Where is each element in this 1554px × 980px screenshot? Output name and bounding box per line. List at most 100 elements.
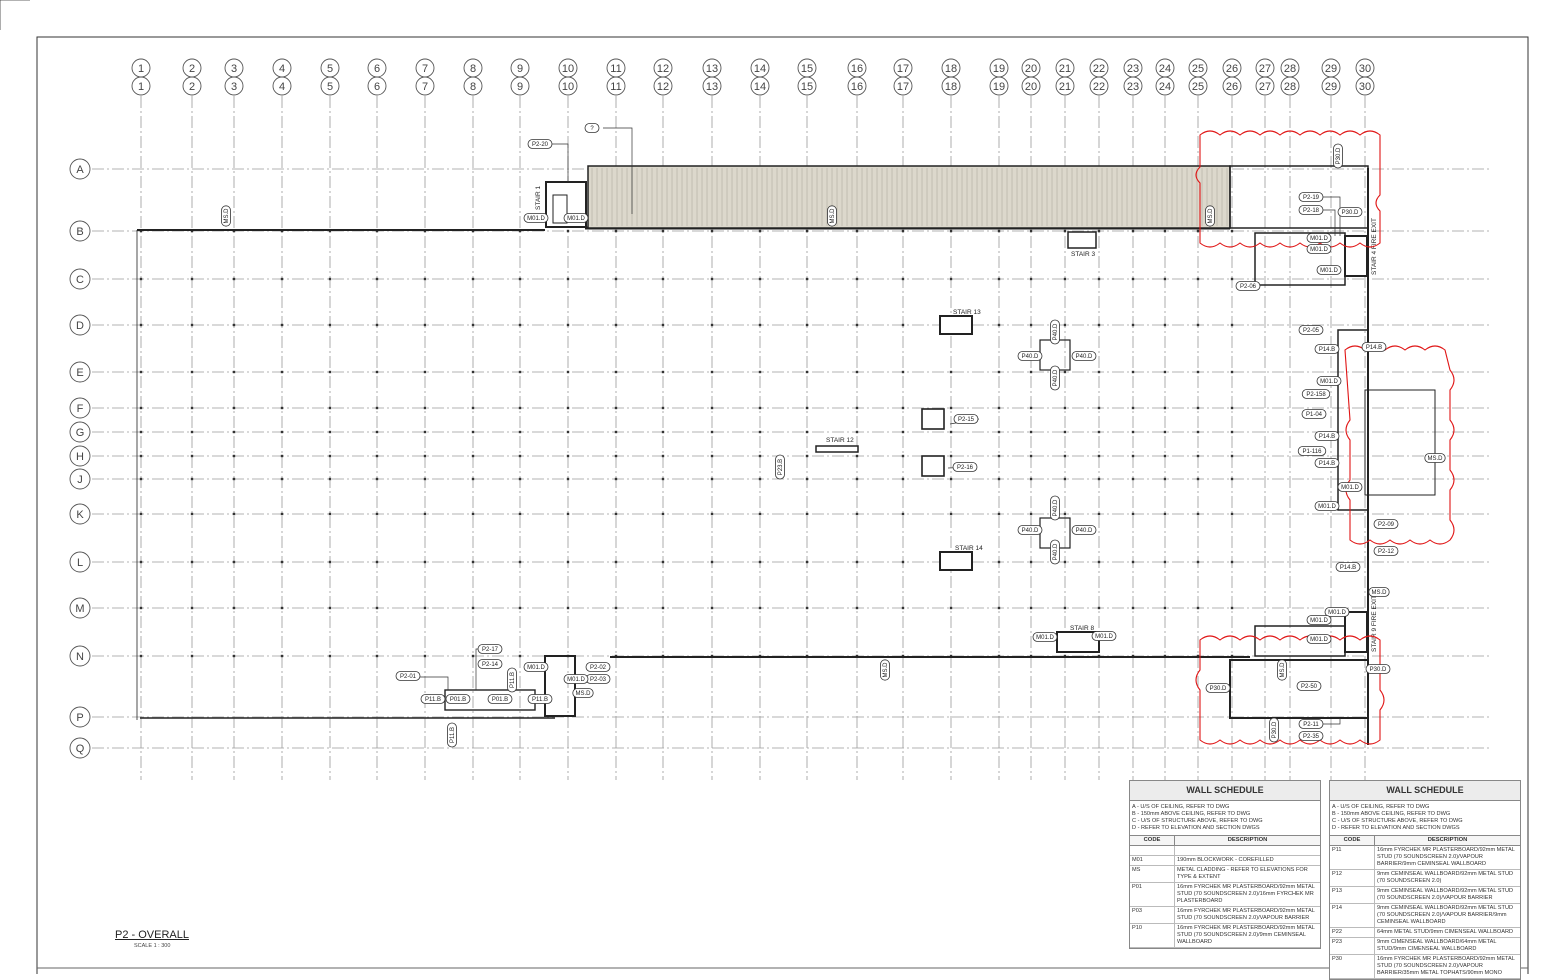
- tag-m01-d: M01.D: [1316, 265, 1342, 275]
- svg-text:M01.D: M01.D: [567, 677, 585, 683]
- svg-text:P14.B: P14.B: [1319, 461, 1335, 467]
- grid-bubble: [1355, 76, 1375, 96]
- grid-bubble-label: 10: [562, 81, 574, 93]
- svg-text:P2-01: P2-01: [400, 674, 417, 680]
- column-dot: [1163, 560, 1167, 564]
- column-dot: [997, 477, 1001, 481]
- column-dot: [949, 229, 953, 233]
- grid-bubble: [69, 468, 91, 490]
- svg-text:P2-03: P2-03: [590, 677, 607, 683]
- svg-text:P40.D: P40.D: [1076, 528, 1093, 534]
- tag-p2-01: P2-01: [395, 671, 421, 681]
- wall-code: P12: [1330, 869, 1375, 888]
- grid-bubble-label: 26: [1226, 81, 1238, 93]
- grid-bubble: [893, 76, 913, 96]
- wall-description: 16mm FYRCHEK MR PLASTERBOARD/92mm METAL …: [1374, 954, 1520, 980]
- grid-bubble: [606, 76, 626, 96]
- grid-bubble-label: 14: [754, 63, 766, 75]
- column-dot: [855, 229, 859, 233]
- column-dot: [328, 323, 332, 327]
- stair-label: STAIR 9 FIRE EXIT: [1371, 595, 1378, 652]
- grid-bubble-label: 12: [657, 81, 669, 93]
- grid-bubble-label: 30: [1359, 81, 1371, 93]
- grid-bubble: [941, 76, 961, 96]
- tag-p2-20: P2-20: [527, 139, 553, 149]
- svg-text:M01.D: M01.D: [1328, 610, 1346, 616]
- column-dot: [661, 277, 665, 281]
- column-dot: [1230, 370, 1234, 374]
- column-dot: [661, 323, 665, 327]
- column-dot: [471, 370, 475, 374]
- stair-13: STAIR 13: [939, 309, 981, 335]
- column-dot: [1163, 229, 1167, 233]
- tag-p14-b: P14.B: [1361, 342, 1387, 352]
- column-dot: [1163, 430, 1167, 434]
- grid-bubble: [272, 76, 292, 96]
- svg-text:P2-35: P2-35: [1303, 734, 1320, 740]
- svg-text:P30.D: P30.D: [1370, 667, 1387, 673]
- column-dot: [901, 406, 905, 410]
- column-dot: [232, 654, 236, 658]
- column-dot: [328, 370, 332, 374]
- grid-bubble-label: C: [76, 274, 84, 286]
- column-dot: [1163, 454, 1167, 458]
- tag-leaders: [420, 127, 1341, 725]
- column-dot: [471, 406, 475, 410]
- grid-bubble: [320, 76, 340, 96]
- column-dot: [1029, 477, 1033, 481]
- column-dot: [280, 512, 284, 516]
- tag-m01-d: M01.D: [523, 213, 549, 223]
- column-dot: [614, 454, 618, 458]
- column-dot: [471, 606, 475, 610]
- column-dot: [805, 606, 809, 610]
- column-dot: [190, 277, 194, 281]
- column-dot: [1063, 277, 1067, 281]
- column-dot: [375, 606, 379, 610]
- column-dot: [855, 512, 859, 516]
- grid-bubble-label: 3: [231, 63, 237, 75]
- grid-bubble: [69, 314, 91, 336]
- wall-description: 16mm FYRCHEK MR PLASTERBOARD/92mm METAL …: [1174, 906, 1320, 925]
- tag-m01-d: M01.D: [1091, 631, 1117, 641]
- column-dot: [471, 512, 475, 516]
- svg-text:P40.D: P40.D: [1053, 499, 1059, 516]
- column-dot: [280, 430, 284, 434]
- column-dot: [190, 477, 194, 481]
- roof-canopy: [587, 165, 1369, 229]
- column-dot: [805, 323, 809, 327]
- tag-m01-d: M01.D: [523, 662, 549, 672]
- column-dot: [232, 512, 236, 516]
- grid-bubble-label: 2: [189, 81, 195, 93]
- grid-bubble: [1055, 76, 1075, 96]
- grid-bubble: [69, 645, 91, 667]
- svg-text:P30.D: P30.D: [1342, 210, 1359, 216]
- column-dot: [566, 277, 570, 281]
- column-dot: [901, 454, 905, 458]
- column-dot: [614, 370, 618, 374]
- column-dot: [855, 560, 859, 564]
- svg-text:P30.D: P30.D: [1336, 147, 1342, 164]
- column-dot: [949, 406, 953, 410]
- column-dot: [518, 430, 522, 434]
- grid-bubble-label: 15: [801, 81, 813, 93]
- column-dot: [232, 370, 236, 374]
- column-dot: [232, 560, 236, 564]
- column-dot: [758, 229, 762, 233]
- stair-label: STAIR 8: [1070, 625, 1094, 632]
- column-dot: [1029, 430, 1033, 434]
- grid-bubble-label: 28: [1284, 81, 1296, 93]
- grid-bubble-label: 9: [517, 81, 523, 93]
- tag-p14-b: P14.B: [1314, 344, 1340, 354]
- column-dot: [661, 560, 665, 564]
- column-header: CODE: [1130, 836, 1175, 847]
- column-dot: [471, 654, 475, 658]
- grid-bubble: [69, 551, 91, 573]
- grid-bubble-label: 16: [851, 81, 863, 93]
- column-dot: [471, 477, 475, 481]
